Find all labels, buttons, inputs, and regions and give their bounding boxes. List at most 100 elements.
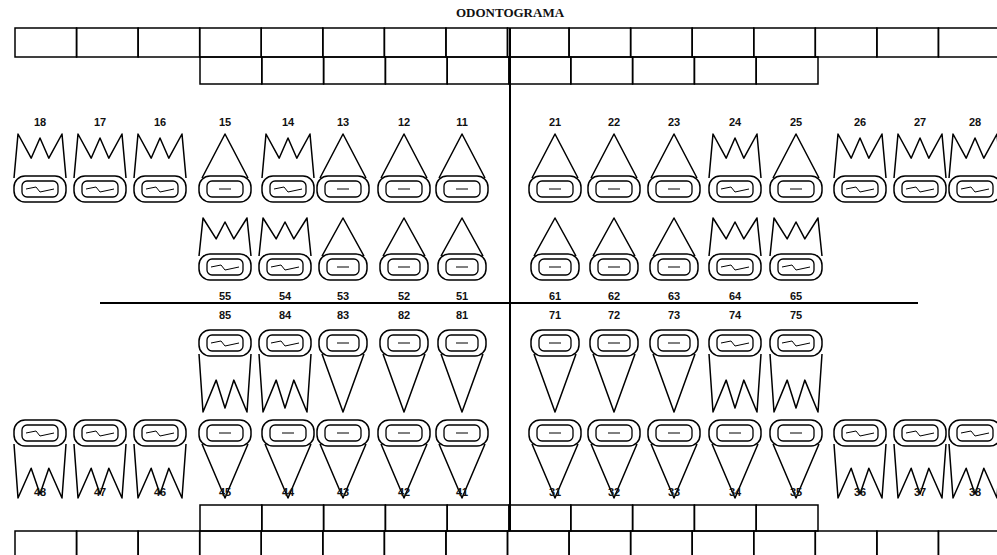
occlusal-surface [22,181,58,197]
record-box [138,28,200,57]
record-box [633,57,695,84]
tooth-root [709,354,761,412]
record-box [692,531,754,555]
incisal-edge [668,433,680,434]
tooth-root [439,134,485,178]
tooth-root [259,354,311,412]
occlusal-surface [778,335,814,351]
incisal-edge [337,343,349,344]
tooth-number: 73 [668,310,680,321]
tooth-root [383,354,425,412]
tooth-crown [319,254,367,280]
tooth-root [770,218,822,256]
tooth-crown [436,176,488,202]
record-box [15,28,77,57]
incisal-edge [608,189,620,190]
tooth-root [265,444,311,498]
tooth-crown [650,330,698,356]
tooth-number: 74 [729,310,741,321]
occlusal-surface [207,335,243,351]
tooth-number: 82 [398,310,410,321]
tooth-crown [259,254,311,280]
tooth-crown [529,420,581,446]
occlusal-surface [327,335,359,351]
incisal-edge [608,267,620,268]
tooth-root [134,444,186,498]
occlusal-surface [902,181,938,197]
incisal-edge [337,189,349,190]
tooth-number: 64 [729,291,741,302]
incisal-edge [790,433,802,434]
tooth-crown [650,254,698,280]
incisal-edge [668,189,680,190]
record-box [261,28,323,57]
tooth-crown [709,176,761,202]
occlusal-fissure [271,341,299,346]
occlusal-surface [267,259,303,275]
tooth-number: 48 [34,487,46,498]
record-box [385,505,447,531]
tooth-crown [74,176,126,202]
tooth-number: 32 [608,487,620,498]
occlusal-surface [446,259,478,275]
occlusal-surface [842,181,878,197]
tooth-crown [834,176,886,202]
tooth-number: 51 [456,291,468,302]
record-box [77,28,139,57]
tooth-number: 63 [668,291,680,302]
occlusal-fissure [86,187,114,192]
tooth-number: 28 [969,117,981,128]
tooth-crown [894,176,946,202]
record-box [938,28,997,57]
occlusal-fissure [274,187,302,192]
tooth-root [441,218,483,256]
occlusal-surface [596,425,632,441]
occlusal-fissure [86,431,114,436]
occlusal-surface [444,181,480,197]
occlusal-surface [270,181,306,197]
incisal-edge [456,343,468,344]
occlusal-surface [270,425,306,441]
record-box [756,505,818,531]
occlusal-fissure [26,187,54,192]
tooth-number: 16 [154,117,166,128]
occlusal-fissure [721,341,749,346]
tooth-number: 31 [549,487,561,498]
tooth-crown [380,330,428,356]
tooth-number: 34 [729,487,741,498]
occlusal-surface [957,425,993,441]
tooth-root [949,134,997,178]
occlusal-fissure [211,265,239,270]
incisal-edge [219,433,231,434]
incisal-edge [398,189,410,190]
record-box [200,505,262,531]
tooth-number: 75 [790,310,802,321]
record-box [633,505,695,531]
occlusal-surface [388,259,420,275]
tooth-number: 61 [549,291,561,302]
tooth-number: 41 [456,487,468,498]
tooth-crown [199,420,251,446]
tooth-number: 62 [608,291,620,302]
tooth-root [322,354,364,412]
tooth-root [14,134,66,178]
tooth-root [770,354,822,412]
tooth-root [834,134,886,178]
tooth-number: 15 [219,117,231,128]
record-box [569,531,631,555]
occlusal-surface [598,335,630,351]
tooth-crown [262,176,314,202]
occlusal-surface [325,425,361,441]
tooth-number: 85 [219,310,231,321]
record-box [384,531,446,555]
incisal-edge [337,267,349,268]
record-box [938,531,997,555]
tooth-crown [949,176,997,202]
incisal-edge [398,267,410,268]
record-box [200,531,262,555]
tooth-root [322,218,364,256]
record-box [815,531,877,555]
occlusal-fissure [26,431,54,436]
incisal-edge [456,433,468,434]
